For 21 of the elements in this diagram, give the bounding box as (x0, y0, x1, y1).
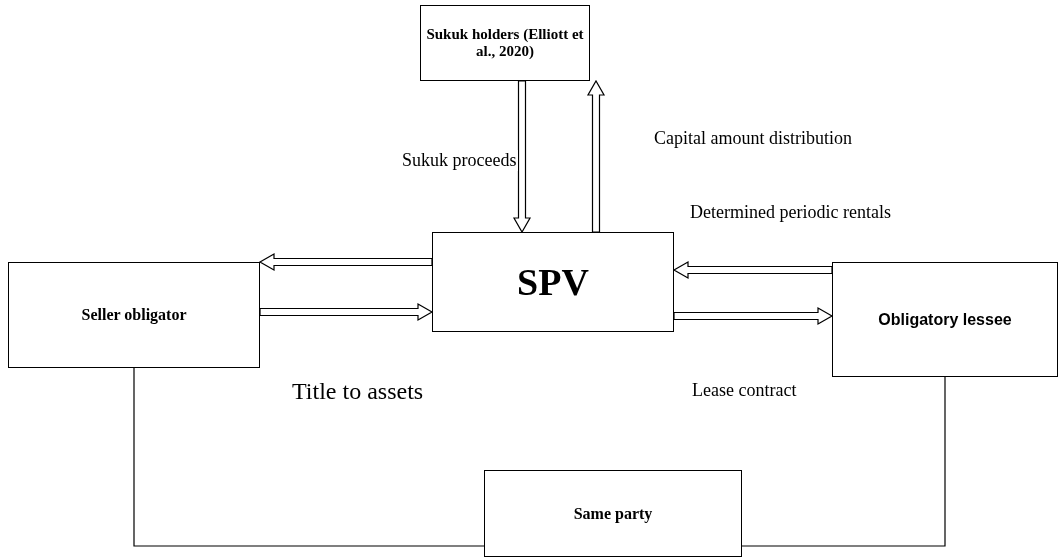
box-label: Obligatory lessee (878, 310, 1012, 329)
hollow-arrow (586, 79, 606, 233)
process-box (484, 470, 742, 557)
box-label: Sukuk holders (Elliott et al., 2020) (425, 26, 585, 60)
hollow-arrow (672, 260, 833, 280)
box-label: Same party (573, 504, 653, 523)
edge-label: Sukuk proceeds (400, 150, 519, 171)
connector-line (741, 376, 946, 547)
box-label: Seller obligator (81, 306, 187, 324)
edge-label: Capital amount distribution (652, 128, 854, 149)
process-box (8, 262, 260, 368)
edge-label: Determined periodic rentals (688, 202, 893, 223)
box-label: SPV (517, 260, 589, 304)
connector-line (133, 367, 485, 547)
hollow-arrow (259, 302, 434, 322)
process-box (832, 262, 1058, 377)
process-box (420, 5, 590, 81)
hollow-arrow (512, 80, 532, 234)
hollow-arrow (673, 306, 834, 326)
hollow-arrow (258, 252, 433, 272)
process-box (432, 232, 674, 332)
